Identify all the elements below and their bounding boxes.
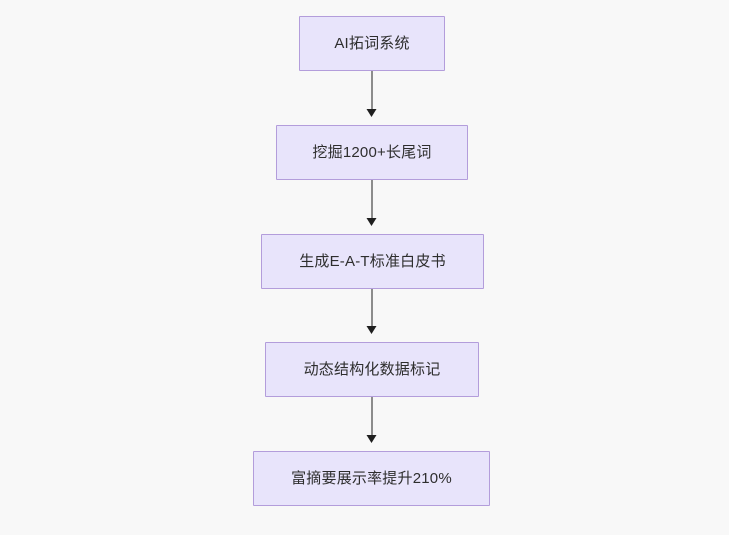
arrowhead-icon [366,326,377,334]
flow-node-2[interactable]: 挖掘1200+长尾词 [276,125,468,180]
edge-line [371,289,373,327]
flow-node-label: 生成E-A-T标准白皮书 [299,253,446,270]
flow-node-1[interactable]: AI拓词系统 [299,16,445,71]
flow-node-4[interactable]: 动态结构化数据标记 [265,342,479,397]
flow-node-label: 富摘要展示率提升210% [291,470,452,487]
flow-node-5[interactable]: 富摘要展示率提升210% [253,451,490,506]
arrowhead-icon [366,218,377,226]
flow-node-label: AI拓词系统 [334,35,410,52]
flow-node-3[interactable]: 生成E-A-T标准白皮书 [261,234,484,289]
edge-line [371,397,373,436]
edge-line [371,180,373,219]
arrowhead-icon [366,109,377,117]
edge-line [371,71,373,110]
flow-node-label: 动态结构化数据标记 [303,361,441,378]
flow-node-label: 挖掘1200+长尾词 [312,144,432,161]
arrowhead-icon [366,435,377,443]
